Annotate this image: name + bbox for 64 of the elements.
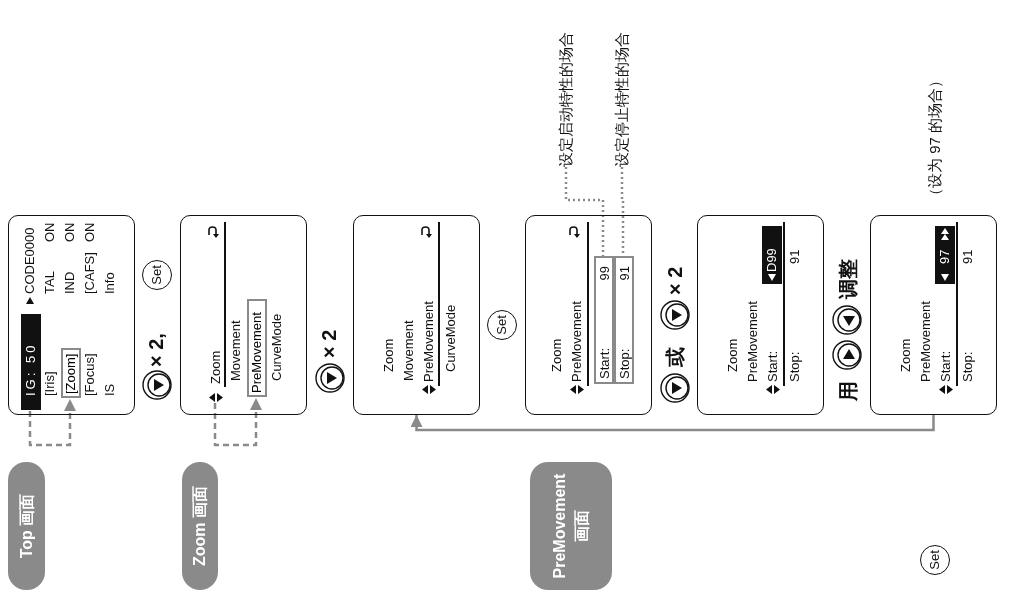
menu-text: ON: [81, 222, 98, 242]
menu-text: TAL: [41, 271, 58, 294]
menu-text: [Iris]: [41, 371, 58, 396]
arrow: [213, 398, 262, 447]
menu-text: Movement: [227, 320, 244, 381]
screen-tab: Zoom 画面: [182, 462, 218, 590]
callout-text: 设定启动特性的场合: [556, 2, 576, 167]
menu-text: Info: [101, 272, 118, 294]
lcd-screen: [870, 215, 997, 415]
menu-text: PreMovement: [744, 301, 761, 382]
arrow: [28, 399, 76, 447]
menu-text: Zoom: [380, 338, 397, 372]
lcd-screen: [353, 215, 480, 415]
menu-text: [CAFS]: [81, 252, 98, 294]
framed-setting-row: [594, 256, 614, 384]
instruction-text: 调整: [836, 259, 860, 299]
menu-text: Zoom: [897, 338, 914, 372]
instruction-text: 或: [663, 347, 687, 367]
menu-text: CurveMode: [442, 304, 459, 372]
lcd-screen: [180, 215, 307, 415]
menu-text: 91: [616, 266, 633, 281]
note-text: （设为 97 的场合）: [925, 72, 944, 203]
menu-text: PreMovement: [917, 301, 934, 382]
highlighted-value: 97: [935, 226, 955, 284]
menu-text: ON: [41, 222, 58, 242]
menu-text: 91: [959, 249, 976, 264]
lcd-screen: [697, 215, 824, 415]
menu-text: CurveMode: [268, 313, 285, 381]
screen-tab: PreMovement 画面: [530, 462, 612, 590]
menu-text: ON: [61, 222, 78, 242]
callout-text: 设定停止特性的场合: [612, 2, 632, 167]
screen-tab: Top 画面: [8, 462, 45, 590]
menu-text: 99: [596, 266, 613, 281]
menu-text: 91: [786, 249, 803, 264]
menu-text: Stop:: [959, 351, 976, 382]
instruction-text: × 2,: [144, 333, 168, 367]
menu-text: Zoom: [724, 338, 741, 372]
menu-text: Start:: [596, 347, 613, 379]
menu-text: Zoom: [548, 338, 565, 372]
instruction-text: × 2: [663, 266, 687, 295]
leader-line: [564, 167, 605, 257]
menu-text: Stop:: [786, 351, 803, 382]
menu-text: Start:: [937, 350, 954, 382]
menu-text: IND: [61, 271, 78, 294]
menu-text: IS: [101, 383, 118, 396]
menu-text: CODE0000: [21, 227, 38, 294]
menu-text: [Focus]: [81, 353, 98, 396]
menu-text: Zoom: [207, 350, 224, 384]
scroll-marker-icon: [209, 393, 223, 402]
menu-text: Stop:: [616, 348, 633, 379]
framed-menu-item: [Zoom]: [61, 348, 81, 398]
highlighted-value: D99: [762, 226, 782, 284]
highlighted-menu-item: IG: 50: [21, 314, 41, 410]
menu-text: PreMovement: [420, 301, 437, 382]
lcd-screen: [8, 215, 135, 415]
instruction-text: 用: [836, 381, 860, 401]
framed-setting-row: [614, 256, 634, 384]
menu-text: Start:: [764, 350, 781, 382]
menu-text: PreMovement: [568, 301, 585, 382]
arrow: [410, 415, 935, 432]
menu-text: Movement: [400, 320, 417, 381]
framed-menu-item: PreMovement: [247, 299, 267, 397]
lcd-screen: [525, 215, 652, 415]
instruction-text: × 2: [317, 329, 341, 358]
